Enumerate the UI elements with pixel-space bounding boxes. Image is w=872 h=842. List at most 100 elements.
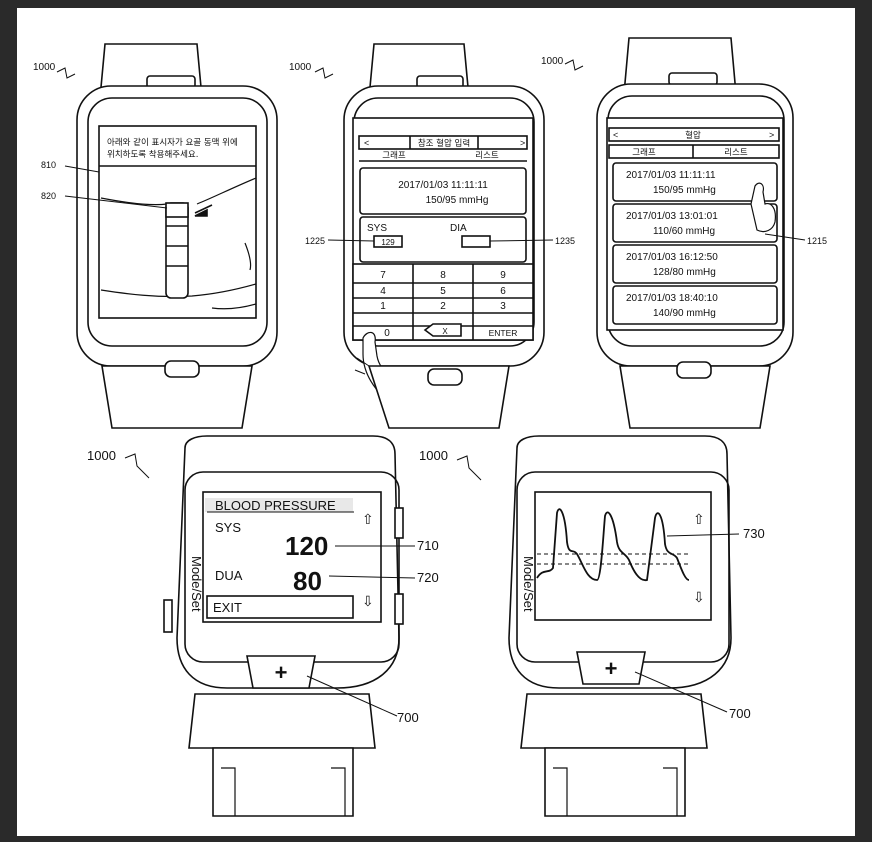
watch-bottom-left: BLOOD PRESSURE SYS 120 DUA 80 EXIT ⇧ ⇩ M… <box>163 435 416 817</box>
key-1[interactable]: 1 <box>380 301 386 312</box>
record-2-datetime: 2017/01/03 13:01:01 <box>626 211 718 222</box>
key-3[interactable]: 3 <box>500 301 506 312</box>
pulse-waveform <box>536 508 690 582</box>
dia-input[interactable] <box>461 235 491 248</box>
record-4[interactable] <box>612 285 778 325</box>
record-3[interactable] <box>612 244 778 284</box>
screen2-title: 참조 혈압 입력 <box>418 138 470 149</box>
screen3-prev[interactable]: < <box>613 130 618 140</box>
plus-icon: + <box>275 660 288 685</box>
screen2-prev[interactable]: < <box>364 138 369 148</box>
arrow-icon <box>194 208 208 217</box>
ref-730: 730 <box>743 526 765 541</box>
key-2[interactable]: 2 <box>440 301 446 312</box>
ref-700-a: 700 <box>397 710 419 725</box>
key-7[interactable]: 7 <box>380 270 386 281</box>
screen4-sys-label: SYS <box>215 520 241 535</box>
screen2-titlebar <box>358 135 528 150</box>
wrist-band <box>165 202 189 299</box>
wrist-illustration <box>100 177 257 310</box>
mode-set-label-2: Mode/Set <box>521 556 536 612</box>
backspace-label: X <box>442 327 448 336</box>
screen2-tab-graph[interactable]: 그래프 <box>382 151 406 161</box>
ref-1225: 1225 <box>305 236 325 246</box>
screen2-reading-card <box>359 167 527 215</box>
screen3-tab-list[interactable]: 리스트 <box>724 148 748 158</box>
home-button-1[interactable] <box>164 360 200 378</box>
watch-top-right: < 혈압 > 그래프 리스트 2017/01/03 11:11:11 150/9… <box>596 37 806 429</box>
ref-700-b: 700 <box>729 706 751 721</box>
patent-drawing-sheet: 아래와 같이 표시자가 요골 동맥 위에 위치하도록 착용해주세요. <box>17 8 855 836</box>
up-arrow-icon-2[interactable]: ⇧ <box>693 511 705 527</box>
key-9[interactable]: 9 <box>500 270 506 281</box>
home-button-3[interactable] <box>676 361 712 379</box>
plus-icon-2: + <box>605 656 618 681</box>
backspace-icon[interactable] <box>423 323 462 337</box>
finger-icon-2 <box>750 182 776 233</box>
ref-1000-d: 1000 <box>87 448 116 463</box>
watch-top-left: 아래와 같이 표시자가 요골 동맥 위에 위치하도록 착용해주세요. <box>64 43 278 429</box>
ref-1000-a: 1000 <box>33 62 56 73</box>
key-4[interactable]: 4 <box>380 286 386 297</box>
indicator-marker <box>165 202 189 218</box>
record-4-reading: 140/90 mmHg <box>653 308 716 319</box>
screen1-instruction-line1: 아래와 같이 표시자가 요골 동맥 위에 <box>107 137 238 148</box>
screen2-entry-panel <box>359 216 527 263</box>
record-1[interactable] <box>612 162 778 202</box>
record-1-reading: 150/95 mmHg <box>653 185 716 196</box>
ref-710: 710 <box>417 538 439 553</box>
plus-button[interactable] <box>246 655 316 689</box>
screen5-display <box>534 491 712 621</box>
screen2-reading: 150/95 mmHg <box>426 195 489 206</box>
up-arrow-icon[interactable]: ⇧ <box>362 511 374 527</box>
screen2-next[interactable]: > <box>520 138 525 148</box>
key-5[interactable]: 5 <box>440 286 446 297</box>
watch-top-middle: < 참조 혈압 입력 > 그래프 리스트 2017/01/03 11:11:11… <box>327 43 554 429</box>
keypad: 7 8 9 4 5 6 1 2 3 0 X ENTER <box>352 263 534 341</box>
screen2-tab-list[interactable]: 리스트 <box>475 151 499 161</box>
screen4-dua-value: 80 <box>293 566 322 596</box>
record-3-reading: 128/80 mmHg <box>653 267 716 278</box>
exit-button[interactable] <box>206 595 354 619</box>
down-arrow-icon-2[interactable]: ⇩ <box>693 589 705 605</box>
key-0[interactable]: 0 <box>384 328 390 339</box>
screen3-tab-graph[interactable]: 그래프 <box>632 148 656 158</box>
screen2-datetime: 2017/01/03 11:11:11 <box>398 180 488 191</box>
sys-input[interactable] <box>373 235 403 248</box>
record-2[interactable] <box>612 203 778 243</box>
screen4-header: BLOOD PRESSURE <box>215 498 336 513</box>
enter-key[interactable]: ENTER <box>489 328 518 338</box>
ref-1215: 1215 <box>807 236 827 246</box>
plus-button-2[interactable] <box>576 651 646 685</box>
screen4-dua-label: DUA <box>215 568 243 583</box>
ref-720: 720 <box>417 570 439 585</box>
reference-squiggles <box>56 59 584 481</box>
sys-input-value: 129 <box>381 238 395 247</box>
record-2-reading: 110/60 mmHg <box>653 226 715 237</box>
record-4-datetime: 2017/01/03 18:40:10 <box>626 293 718 304</box>
ref-1235: 1235 <box>555 236 575 246</box>
screen4-sys-value: 120 <box>285 531 328 561</box>
ref-1000-e: 1000 <box>419 448 448 463</box>
ref-810: 810 <box>41 160 56 170</box>
side-button-up[interactable] <box>394 507 404 539</box>
side-button-left[interactable] <box>163 599 173 633</box>
screen2-sys-label: SYS <box>367 223 387 234</box>
mode-set-label: Mode/Set <box>189 556 204 612</box>
reference-numerals: 1000 1000 1000 810 820 1225 1235 1215 10… <box>33 56 827 725</box>
exit-label: EXIT <box>213 600 242 615</box>
ref-820: 820 <box>41 191 56 201</box>
record-3-datetime: 2017/01/03 16:12:50 <box>626 252 718 263</box>
ref-1000-c: 1000 <box>541 56 564 67</box>
ref-1000-b: 1000 <box>289 62 312 73</box>
screen3-next[interactable]: > <box>769 130 774 140</box>
key-8[interactable]: 8 <box>440 270 446 281</box>
side-button-down[interactable] <box>394 593 404 625</box>
key-6[interactable]: 6 <box>500 286 506 297</box>
down-arrow-icon[interactable]: ⇩ <box>362 593 374 609</box>
record-1-datetime: 2017/01/03 11:11:11 <box>626 170 716 181</box>
screen1-instruction-line2: 위치하도록 착용해주세요. <box>107 149 198 160</box>
home-button-2[interactable] <box>427 368 463 386</box>
watch-bottom-right: ⇧ ⇩ Mode/Set + <box>508 435 740 817</box>
screen2-dia-label: DIA <box>450 223 467 234</box>
